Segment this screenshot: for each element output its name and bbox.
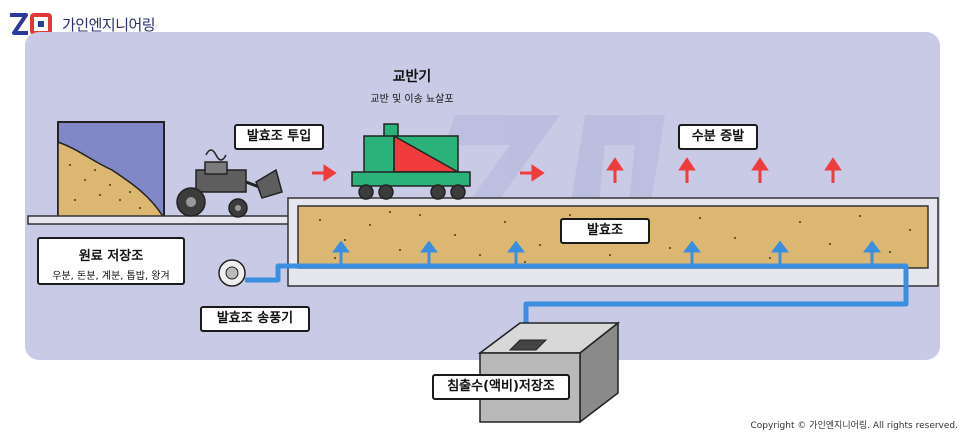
blower-label: 발효조 송풍기	[200, 306, 310, 332]
ground-ledge	[27, 215, 291, 225]
raw-storage-title: 원료 저장조	[78, 249, 144, 264]
fermenter-label: 발효조	[560, 218, 650, 244]
agitator-label: 교반기 교반 및 이송 뇨살포	[360, 66, 464, 105]
brand-name: 가인엔지니어링	[62, 15, 156, 34]
evaporation-label: 수분 증발	[678, 124, 758, 150]
raw-storage-subtitle: 우분, 돈분, 계분, 톱밥, 왕겨	[52, 271, 170, 282]
agitator-title: 교반기	[392, 69, 432, 85]
air-arrows	[332, 240, 881, 264]
leachate-tank-label: 침출수(액비)저장조	[432, 374, 570, 400]
leachate-tank-box	[477, 321, 621, 424]
raw-storage-label: 원료 저장조 우분, 돈분, 계분, 톱밥, 왕겨	[37, 237, 185, 285]
evaporation-arrows	[606, 157, 842, 183]
flow-arrows	[312, 164, 545, 182]
tractor-icon	[176, 149, 283, 218]
copyright-text: Copyright © 가인엔지니어링. All rights reserved…	[750, 421, 959, 431]
blower-icon	[218, 259, 246, 287]
raw-storage-bin	[57, 121, 166, 219]
feed-input-label: 발효조 투입	[234, 124, 324, 150]
agitator-machine-icon	[351, 123, 471, 200]
agitator-subtitle: 교반 및 이송 뇨살포	[370, 94, 454, 105]
air-pipe	[245, 263, 909, 345]
